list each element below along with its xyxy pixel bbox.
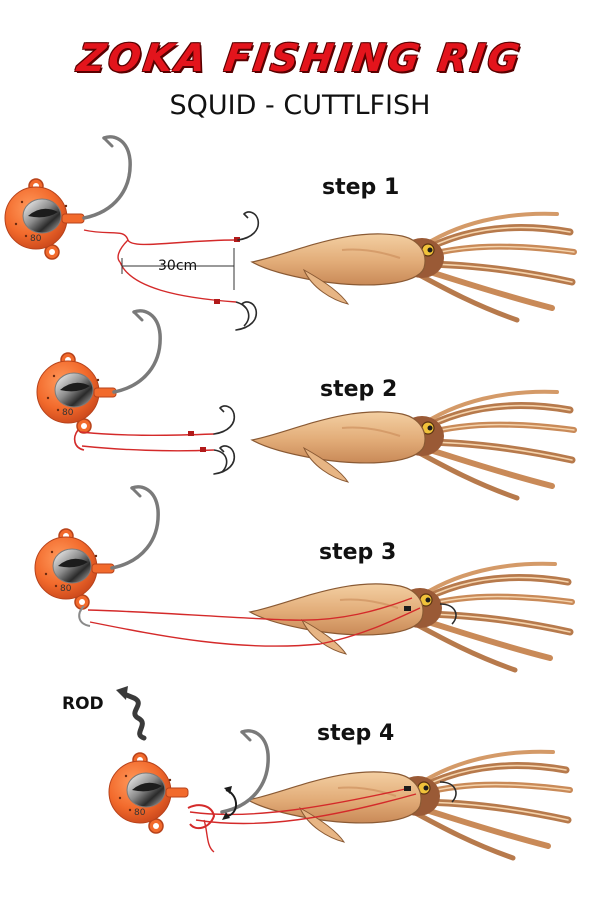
squid-illustration [248, 752, 570, 858]
jig-head [36, 352, 117, 434]
squid-illustration [252, 214, 574, 320]
jig-head [108, 752, 189, 834]
stinger-hook-lower [235, 301, 258, 331]
stinger-line-upper [83, 229, 237, 246]
step1-group [4, 135, 574, 331]
squid-illustration [252, 392, 574, 498]
step-1-label: step 1 [322, 175, 400, 200]
stinger-line-upper [79, 431, 215, 437]
step-2-label: step 2 [320, 377, 398, 402]
jig-hook [110, 485, 160, 570]
rod-arrow-icon [121, 691, 147, 741]
stinger-line-upper [87, 597, 413, 621]
measurement-label: 30cm [158, 258, 198, 274]
stinger-hook-upper [213, 405, 236, 435]
page-subtitle: SQUID - CUTTLFISH [169, 90, 431, 121]
step3-group [34, 485, 572, 670]
jig-head [34, 528, 115, 610]
jig-hook [82, 135, 132, 220]
stinger-line-lower [195, 793, 417, 825]
rod-label: ROD [62, 694, 104, 714]
stinger-line-lower [81, 445, 215, 452]
jig-head [4, 178, 85, 260]
step2-group [36, 309, 574, 498]
page-title: ZOKA FISHING RIG [74, 36, 526, 80]
stinger-hook [439, 781, 457, 803]
stinger-line-lower [89, 607, 421, 647]
step-4-label: step 4 [317, 721, 395, 746]
jig-hook [112, 309, 162, 394]
step4-group [108, 686, 570, 858]
stinger-hook-upper [237, 211, 260, 241]
squid-illustration [250, 564, 572, 670]
stinger-hook [439, 603, 457, 625]
step-3-label: step 3 [319, 540, 397, 565]
